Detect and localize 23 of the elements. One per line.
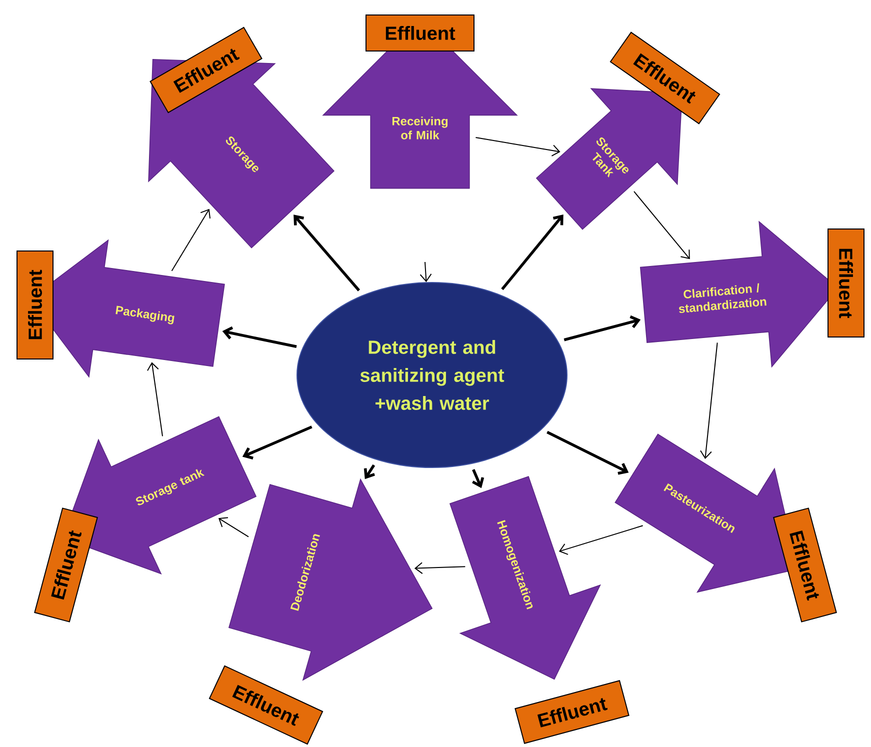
arrow: [700, 342, 718, 459]
arrow: [242, 426, 312, 460]
arrow: [222, 326, 297, 348]
effluent-box: Effluent: [514, 680, 630, 744]
arrow: [501, 214, 564, 290]
arrow: [546, 430, 629, 475]
arrow: [171, 208, 210, 272]
arrow: [558, 525, 644, 555]
arrow: [294, 214, 360, 292]
arrow: [364, 464, 376, 480]
effluent-box: Effluent: [16, 250, 54, 360]
arrow: [414, 562, 466, 574]
arrow: [475, 136, 560, 156]
arrow: [218, 517, 250, 538]
arrow: [472, 469, 484, 488]
arrow: [564, 315, 641, 342]
effluent-box: Effluent: [828, 228, 864, 338]
effluent-box: Effluent: [773, 508, 837, 622]
effluent-box: Effluent: [34, 508, 98, 622]
arrow: [147, 362, 164, 437]
arrow: [420, 262, 432, 282]
arrow: [634, 190, 690, 260]
effluent-box: Effluent: [366, 14, 474, 52]
